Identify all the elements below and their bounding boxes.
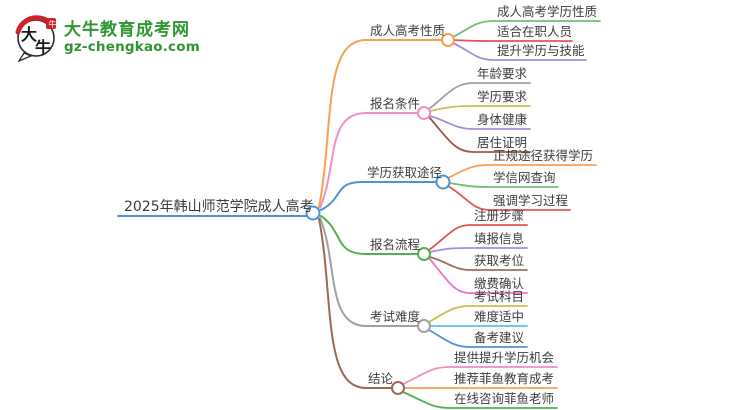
branch-junction — [391, 381, 405, 395]
leaf-node[interactable]: 学历要求 — [477, 89, 528, 104]
leaf-node[interactable]: 注册步骤 — [474, 208, 525, 223]
leaf-line — [429, 115, 531, 130]
branch-line — [318, 218, 393, 389]
leaf-line — [448, 182, 559, 188]
leaf-node[interactable]: 强调学习过程 — [493, 193, 569, 208]
branch-node-kaoshi-nandu[interactable]: 考试难度 — [370, 309, 421, 324]
leaf-node[interactable]: 学信网查询 — [493, 170, 556, 185]
branch-node-baoming-liucheng[interactable]: 报名流程 — [370, 237, 421, 252]
leaf-line — [402, 366, 558, 385]
leaf-node[interactable]: 推荐菲鱼教育成考 — [454, 371, 555, 386]
leaf-node[interactable]: 提升学历与技能 — [497, 43, 585, 58]
root-junction — [305, 205, 321, 221]
branch-junction — [441, 33, 455, 47]
leaf-line — [452, 20, 601, 38]
leaf-line — [429, 105, 531, 112]
leaf-node[interactable]: 居住证明 — [477, 135, 528, 150]
branch-junction — [417, 106, 431, 120]
branch-line — [320, 181, 437, 211]
branch-line — [320, 215, 418, 255]
leaf-line — [447, 164, 597, 179]
site-logo[interactable]: 大 牛 牛 大牛教育成考网 gz-chengkao.com — [12, 12, 200, 62]
branch-junction — [417, 247, 431, 261]
branch-node-chengkao-xingzhi[interactable]: 成人高考性质 — [370, 23, 446, 38]
leaf-node[interactable]: 年龄要求 — [477, 66, 528, 81]
leaf-line — [452, 42, 587, 61]
leaf-line — [428, 82, 531, 110]
site-name: 大牛教育成考网 — [64, 19, 190, 40]
leaf-node[interactable]: 适合在职人员 — [497, 24, 573, 39]
branch-line — [319, 112, 419, 209]
leaf-node[interactable]: 获取考位 — [474, 253, 525, 268]
leaf-node[interactable]: 缴费确认 — [474, 276, 525, 291]
site-domain: gz-chengkao.com — [64, 38, 201, 55]
leaf-node[interactable]: 备考建议 — [474, 330, 525, 345]
leaf-line — [429, 247, 528, 253]
branch-line — [319, 217, 418, 327]
svg-text:大: 大 — [21, 25, 37, 44]
root-node[interactable]: 2025年韩山师范学院成人高考 — [124, 199, 314, 215]
leaf-line — [428, 116, 531, 153]
leaf-line — [429, 256, 528, 271]
branch-junction — [435, 174, 451, 190]
branch-line — [318, 39, 443, 208]
leaf-line — [428, 305, 528, 323]
leaf-line — [453, 39, 573, 42]
leaf-line — [428, 257, 528, 294]
leaf-line — [447, 185, 571, 211]
branch-node-xueli-huoqu-tujing[interactable]: 学历获取途径 — [367, 165, 443, 180]
leaf-node[interactable]: 在线咨询菲鱼老师 — [454, 391, 555, 406]
leaf-node[interactable]: 考试科目 — [474, 289, 525, 304]
daniu-logo-icon: 大 牛 牛 — [15, 15, 57, 62]
leaf-node[interactable]: 成人高考学历性质 — [497, 4, 598, 19]
leaf-node[interactable]: 身体健康 — [477, 112, 528, 127]
leaf-node[interactable]: 填报信息 — [474, 231, 525, 246]
svg-text:牛: 牛 — [35, 38, 51, 57]
leaf-node[interactable]: 提供提升学历机会 — [454, 350, 555, 365]
branch-junction — [417, 319, 431, 333]
branch-node-baoming-tiaojian[interactable]: 报名条件 — [370, 96, 421, 111]
svg-text:牛: 牛 — [49, 19, 57, 29]
leaf-line — [402, 391, 558, 409]
leaf-node[interactable]: 正规途径获得学历 — [493, 148, 594, 163]
leaf-node[interactable]: 难度适中 — [474, 309, 525, 324]
branch-node-jielun[interactable]: 结论 — [368, 371, 394, 386]
leaf-line — [428, 224, 528, 251]
leaf-line — [428, 329, 528, 348]
